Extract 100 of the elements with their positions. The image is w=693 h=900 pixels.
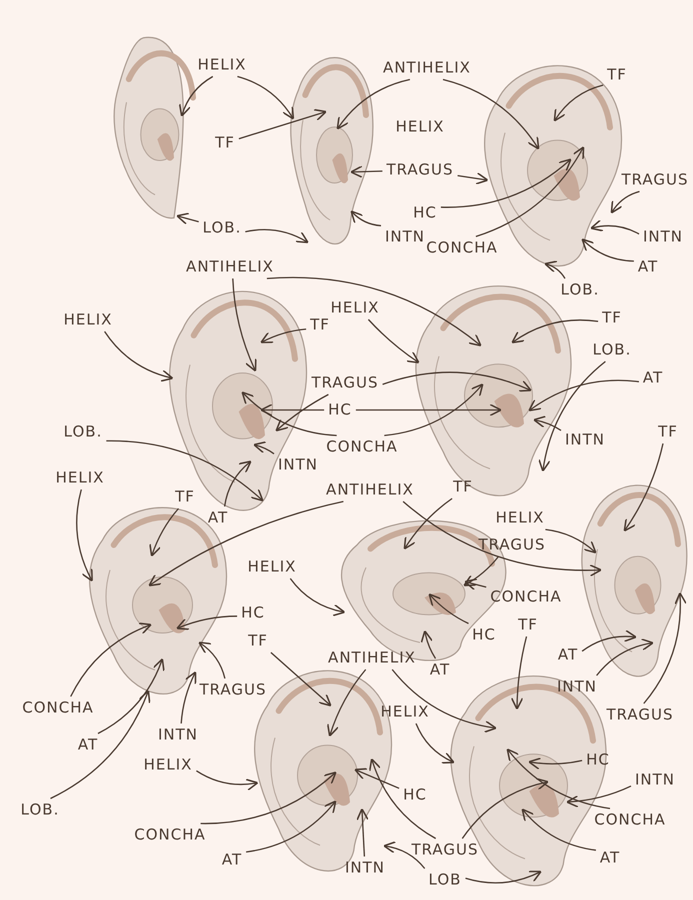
part-label: AT xyxy=(556,646,580,664)
part-label: HELIX xyxy=(54,470,106,486)
part-label: CONCHA xyxy=(593,812,667,828)
part-label: TF xyxy=(657,424,679,440)
leader-arrow xyxy=(266,276,482,346)
part-label: AT xyxy=(636,258,660,276)
leader-arrow xyxy=(643,592,687,704)
part-label: TF xyxy=(247,632,269,650)
part-label: TRAGUS xyxy=(385,162,455,178)
part-label: HELIX xyxy=(330,300,380,316)
leader-arrow xyxy=(76,489,93,582)
leader-arrow xyxy=(392,669,497,733)
part-label: TF xyxy=(174,488,196,506)
leader-arrow xyxy=(98,658,164,734)
part-label: AT xyxy=(428,662,452,678)
leader-arrow xyxy=(624,443,664,532)
leader-arrow xyxy=(196,770,258,791)
part-label: ANTIHELIX xyxy=(327,650,417,666)
part-label: TF xyxy=(309,316,331,334)
leader-arrow xyxy=(369,758,436,840)
leader-arrow xyxy=(356,808,369,857)
part-label: HC xyxy=(471,626,497,644)
leader-arrow xyxy=(200,772,337,824)
part-label: ANTIHELIX xyxy=(325,482,415,498)
part-label: TRAGUS xyxy=(410,842,480,858)
leader-arrow xyxy=(50,690,150,800)
leader-arrow xyxy=(224,460,252,507)
ear-drawing xyxy=(290,57,374,244)
part-label: AT xyxy=(598,850,622,866)
leader-arrow xyxy=(440,158,572,208)
part-label: TF xyxy=(452,478,474,496)
part-label: TRAGUS xyxy=(605,706,675,724)
part-label: LOB. xyxy=(62,424,104,440)
leader-arrow xyxy=(260,328,306,344)
leader-arrow xyxy=(544,260,566,279)
leader-arrow xyxy=(533,416,562,431)
part-label: AT xyxy=(220,852,244,868)
part-label: INTN xyxy=(384,228,426,246)
part-label: LOB. xyxy=(560,282,600,298)
leader-arrow xyxy=(354,768,400,789)
ear-drawing xyxy=(114,36,196,218)
leader-arrow xyxy=(442,78,540,150)
leader-arrow xyxy=(253,441,274,454)
leader-arrow xyxy=(545,528,597,554)
leader-arrow xyxy=(336,78,410,130)
leader-arrow xyxy=(238,108,327,140)
leader-arrow xyxy=(176,616,238,630)
leader-arrow xyxy=(463,556,499,586)
leader-arrow xyxy=(245,229,309,244)
part-label: HELIX xyxy=(196,56,248,74)
part-label: INTN xyxy=(634,772,676,788)
leader-arrow xyxy=(420,630,436,659)
part-label: INTN xyxy=(344,860,386,876)
leader-arrow xyxy=(510,636,528,710)
part-label: TRAGUS xyxy=(310,374,380,392)
part-label: TF xyxy=(517,616,539,634)
part-label: TRAGUS xyxy=(198,682,268,698)
leader-arrow xyxy=(260,404,324,416)
part-label: HC xyxy=(585,752,611,768)
leader-arrow xyxy=(581,238,634,262)
part-label: TF xyxy=(606,66,628,84)
leader-arrow xyxy=(590,220,640,235)
part-label: CONCHA xyxy=(325,438,399,456)
part-label: LOB xyxy=(428,872,462,888)
leader-arrow xyxy=(511,319,598,344)
part-label: TRAGUS xyxy=(620,172,690,188)
leader-arrow xyxy=(462,778,549,839)
leader-arrow xyxy=(350,165,382,178)
part-label: LOB. xyxy=(20,802,60,818)
part-label: HELIX xyxy=(142,756,194,774)
leader-arrow xyxy=(382,372,532,392)
leader-arrow xyxy=(528,380,639,412)
part-label: HELIX xyxy=(246,558,298,576)
leader-arrow xyxy=(350,210,382,226)
leader-arrow xyxy=(368,319,420,364)
part-label: INTN xyxy=(642,228,684,246)
leader-arrow xyxy=(176,212,199,225)
part-label: INTN xyxy=(156,726,200,744)
leader-arrow xyxy=(270,652,332,706)
leader-arrow xyxy=(538,361,606,472)
leader-arrow xyxy=(506,748,610,810)
leader-arrow xyxy=(70,622,152,697)
leader-arrow xyxy=(241,391,337,436)
part-label: HELIX xyxy=(62,312,114,328)
leader-arrow xyxy=(596,638,654,676)
part-label: AT xyxy=(642,370,664,386)
part-label: CONCHA xyxy=(133,826,207,844)
leader-arrow xyxy=(104,331,174,382)
part-label: HC xyxy=(412,204,438,222)
leader-arrow xyxy=(290,578,346,616)
leader-arrow xyxy=(237,76,294,120)
part-label: INTN xyxy=(276,456,320,474)
part-label: LOB. xyxy=(592,342,632,358)
part-label: TRAGUS xyxy=(477,536,547,554)
leader-arrow xyxy=(179,76,214,117)
leader-arrow xyxy=(148,500,344,586)
leader-arrow xyxy=(522,808,596,851)
leader-arrow xyxy=(566,786,632,808)
part-label: HELIX xyxy=(380,704,430,720)
leader-arrow xyxy=(275,394,329,432)
